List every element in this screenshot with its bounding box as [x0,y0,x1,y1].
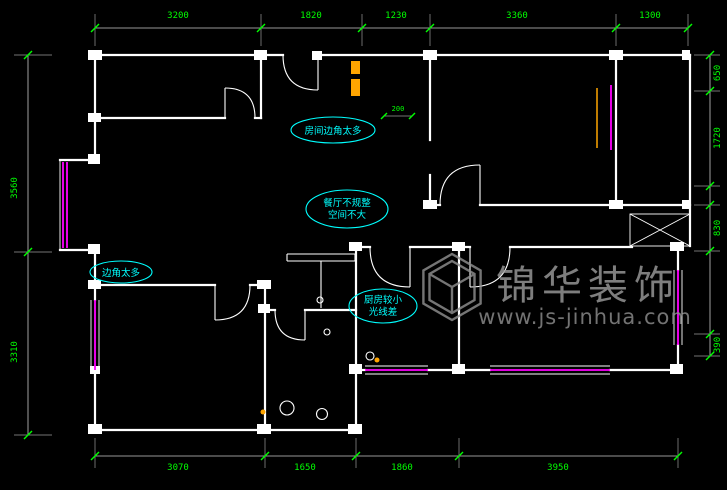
dim-right-1: 1720 [713,127,723,149]
windows-layer [62,85,683,375]
annotation-room-corners: 房间边角太多 [290,116,376,144]
watermark: 锦华装饰 www.js-jinhua.com [422,252,692,329]
dimension-chain-top: 3200 1820 1230 3360 1300 [90,11,693,46]
watermark-logo-icon [422,252,482,322]
watermark-url-text: www.js-jinhua.com [478,305,692,329]
doors-layer [214,54,511,341]
annotation-kitchen: 厨房较小 光线差 [348,288,418,324]
dim-bottom-2: 1860 [391,463,413,473]
dim-left-0: 3560 [10,177,20,199]
dim-inline: 200 [392,105,405,113]
dimension-chain-left: 3560 3310 [10,50,52,440]
dim-right-3: 390 [713,337,723,353]
annotation-text: 边角太多 [102,267,140,279]
annotation-corners: 边角太多 [89,260,153,284]
annotation-text: 房间边角太多 [304,125,361,137]
annotation-text: 空间不大 [328,209,367,221]
columns-layer [88,50,690,434]
annotation-bubbles: 房间边角太多 餐厅不规整 空间不大 边角太多 厨房较小 光线差 [89,116,418,324]
dim-top-1: 1820 [300,11,322,21]
dim-top-4: 1300 [639,11,661,21]
dimension-chain-right: 650 1720 830 390 [694,50,723,361]
shaft-symbol [629,213,691,247]
dimension-chain-bottom: 3070 1650 1860 3950 [90,438,683,473]
dim-bottom-3: 3950 [547,463,569,473]
dim-top-0: 3200 [167,11,189,21]
inline-dimension: 200 [380,105,416,120]
watermark-brand-text: 锦华装饰 [496,263,680,309]
dim-top-2: 1230 [385,11,407,21]
dim-left-1: 3310 [10,341,20,363]
fixtures-layer [279,253,375,421]
dim-bottom-0: 3070 [167,463,189,473]
annotation-text: 餐厅不规整 [323,197,371,209]
annotation-text: 厨房较小 [364,294,403,306]
annotation-text: 光线差 [369,306,398,318]
dim-top-3: 3360 [506,11,528,21]
dim-bottom-1: 1650 [294,463,316,473]
annotation-dining-room: 餐厅不规整 空间不大 [305,189,389,229]
dim-right-0: 650 [713,65,723,81]
accents-layer [260,61,598,415]
dim-right-2: 830 [713,220,723,236]
